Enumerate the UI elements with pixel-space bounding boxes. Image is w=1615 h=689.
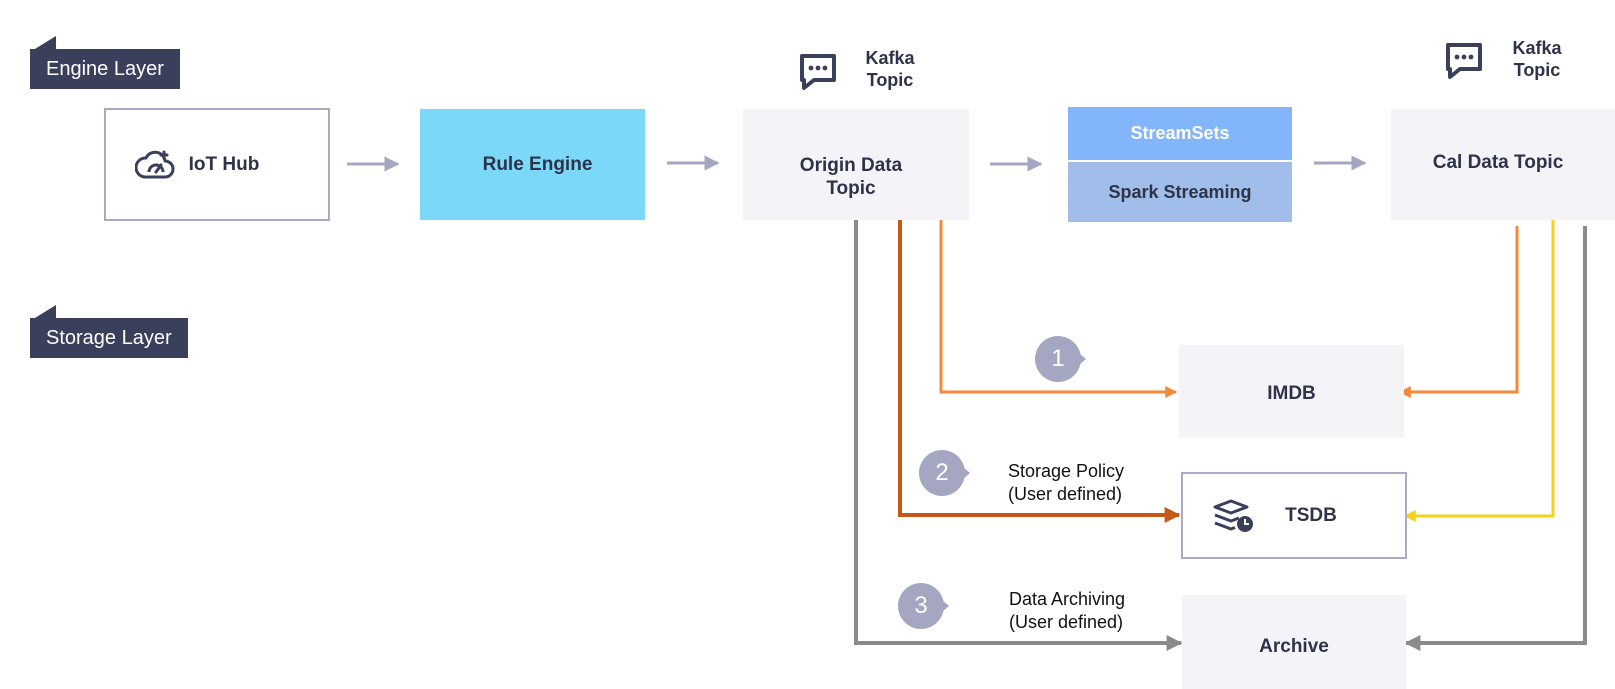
step-1-badge: 1	[1035, 336, 1086, 382]
spark-streaming-label: Spark Streaming	[1108, 181, 1252, 202]
route-cal-to-imdb	[1398, 226, 1519, 398]
step-3-badge: 3	[898, 583, 949, 629]
chat-bubble-dots-icon	[1444, 41, 1484, 86]
storage-policy-title: Storage Policy	[1008, 461, 1125, 481]
route-cal-to-archive	[1404, 226, 1587, 651]
step-2-number: 2	[935, 459, 949, 486]
storage-policy-note: Storage Policy (User defined)	[1008, 460, 1124, 506]
cal-data-topic-label: Cal Data Topic	[1432, 151, 1564, 173]
route-cal-to-tsdb	[1403, 220, 1555, 522]
route-origin-to-tsdb	[898, 220, 1181, 523]
imdb-node: IMDB	[1179, 345, 1404, 438]
step-1-number: 1	[1051, 345, 1065, 372]
step-2-badge: 2	[919, 450, 970, 496]
engine-layer-label: Engine Layer	[30, 49, 180, 89]
route-origin-to-archive	[854, 220, 1183, 651]
streamsets-label: StreamSets	[1130, 123, 1230, 143]
imdb-label: IMDB	[1267, 382, 1316, 404]
kafka-topic-label-origin: Kafka Topic	[865, 48, 915, 90]
rule-engine-label: Rule Engine	[482, 153, 593, 175]
archive-node: Archive	[1182, 595, 1406, 689]
route-origin-to-imdb	[939, 220, 1178, 398]
spark-streaming-node: Spark Streaming	[1068, 162, 1292, 222]
streamsets-node: StreamSets	[1068, 107, 1292, 160]
layers-clock-icon	[1211, 498, 1255, 534]
iot-hub-node: IoT Hub	[104, 108, 330, 221]
tsdb-node: TSDB	[1181, 472, 1407, 559]
iot-hub-label: IoT Hub	[188, 153, 260, 175]
cal-data-topic-node: Cal Data Topic	[1391, 109, 1615, 220]
rule-engine-node: Rule Engine	[420, 109, 645, 220]
step-3-number: 3	[914, 592, 928, 619]
tsdb-label: TSDB	[1285, 504, 1337, 526]
storage-policy-subtitle: (User defined)	[1008, 484, 1123, 504]
kafka-topic-label-cal: Kafka Topic	[1512, 38, 1562, 80]
data-archiving-note: Data Archiving (User defined)	[1009, 588, 1125, 634]
archive-label: Archive	[1259, 636, 1329, 657]
origin-data-topic-label: Origin Data Topic	[799, 154, 903, 199]
chat-bubble-dots-icon	[798, 52, 838, 97]
cloud-gauge-icon	[134, 148, 175, 182]
origin-data-topic-node: Origin Data Topic	[743, 109, 969, 220]
storage-layer-label: Storage Layer	[30, 318, 188, 358]
data-archiving-title: Data Archiving	[1009, 589, 1126, 609]
data-archiving-subtitle: (User defined)	[1009, 612, 1124, 632]
